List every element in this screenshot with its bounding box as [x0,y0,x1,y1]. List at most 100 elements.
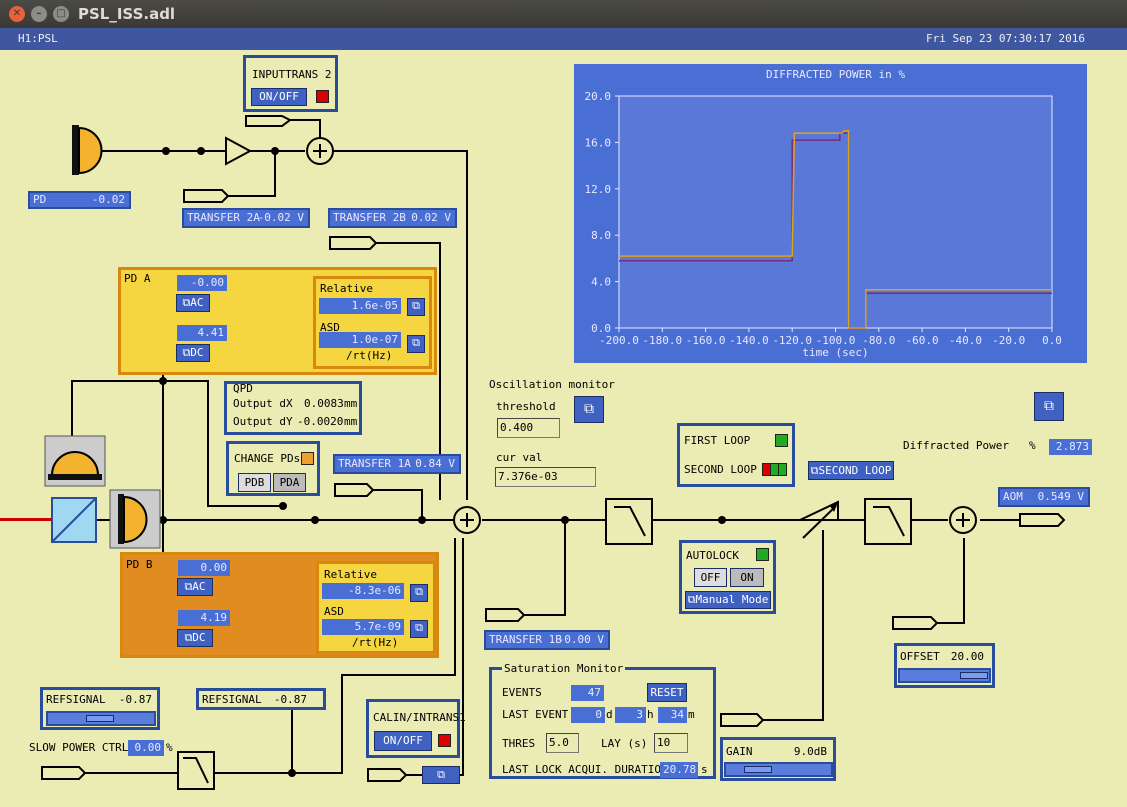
lock-duration-unit: s [701,763,708,776]
diffracted-value: 2.873 [1049,439,1092,455]
pdb-relative-value: -8.3e-06 [322,583,404,599]
changepds-pda-button[interactable]: PDA [273,473,306,492]
transfer2a-readout: TRANSFER 2A -0.02 V [182,208,310,228]
close-icon[interactable]: ✕ [9,6,25,22]
chart-x-tick-label: -200.0 [599,334,639,347]
autolock-panel: AUTOLOCK OFF ON ⧉Manual Mode [679,540,776,614]
pd-label: PD [33,193,47,206]
last-event-minutes-unit: m [688,708,695,721]
offset-value: 20.00 [950,650,984,663]
pd-value: -0.02 [91,193,125,206]
header-datetime: Fri Sep 23 07:30:17 2016 [926,32,1085,45]
pda-dc-value: 4.41 [177,325,227,341]
osc-threshold-label: threshold [496,400,556,413]
chart-x-tick-label: -80.0 [862,334,895,347]
chart-x-tick-label: 0.0 [1042,334,1062,347]
lay-input[interactable]: 10 [654,733,688,753]
inputtrans2-panel: INPUTTRANS 2 ON/OFF [243,55,338,112]
inputtrans2-title: INPUTTRANS 2 [252,68,332,81]
calin-onoff-button[interactable]: ON/OFF [374,731,432,751]
autolock-on-button[interactable]: ON [730,568,764,587]
chart-x-tick-label: -160.0 [686,334,726,347]
pda-ac-value: -0.00 [177,275,227,291]
slow-power-unit: % [166,741,173,754]
chart-y-tick-label: 16.0 [585,136,612,149]
refsignal1-slider-thumb[interactable] [86,715,114,722]
transfer2b-readout: TRANSFER 2B 0.02 V [328,208,457,228]
qpd-dx-label: Output dX [233,397,293,410]
chart-y-tick-label: 4.0 [591,276,611,289]
autolock-status-led [756,548,769,561]
qpd-dy-unit: mm [344,415,358,428]
thres-input[interactable]: 5.0 [546,733,579,753]
last-event-days: 0 [571,707,605,723]
pdb-relative-detail-button[interactable]: ⧉ [410,584,428,602]
calin-title: CALIN/INTRANS1 [373,711,466,724]
pdb-ac-button[interactable]: ⧉AC [177,578,213,596]
qpd-title: QPD [233,382,253,395]
refsignal1-label: REFSIGNAL [46,693,106,706]
pdb-asd-unit: /rt(Hz) [352,636,399,649]
pda-panel: PD A -0.00 ⧉AC 4.41 ⧉DC Relative 1.6e-05… [118,267,437,375]
calin-status-led [438,734,451,747]
pda-metrics: Relative 1.6e-05 ⧉ ASD 1.0e-07 ⧉ /rt(Hz) [313,276,432,369]
inputtrans2-onoff-button[interactable]: ON/OFF [251,88,307,106]
autolock-off-button[interactable]: OFF [694,568,727,587]
chart-y-tick-label: 0.0 [591,322,611,335]
calin-panel: CALIN/INTRANS1 ON/OFF [366,699,466,758]
header-bar: H1:PSL Fri Sep 23 07:30:17 2016 [0,28,1127,50]
refsignal2-value: -0.87 [273,693,307,706]
second-loop-button[interactable]: ⧉SECOND LOOP [808,461,894,480]
events-value: 47 [571,685,604,701]
thres-label: THRES [502,737,536,750]
pdb-dc-button[interactable]: ⧉DC [177,629,213,647]
first-loop-led [775,434,788,447]
diffracted-detail-button[interactable]: ⧉ [1034,392,1064,421]
gain-value: 9.0dB [793,745,827,758]
pdb-asd-value: 5.7e-09 [322,619,404,635]
pda-dc-button[interactable]: ⧉DC [176,344,210,362]
chart-title: DIFFRACTED POWER in % [766,68,905,81]
refsignal1-slider[interactable] [46,711,156,726]
pda-asd-value: 1.0e-07 [319,332,401,348]
saturation-panel: Saturation Monitor EVENTS 47 RESET LAST … [489,662,716,779]
pda-asd-detail-button[interactable]: ⧉ [407,335,425,353]
pdb-relative-label: Relative [324,568,377,581]
gain-slider[interactable] [724,762,833,777]
osc-detail-button[interactable]: ⧉ [574,396,604,423]
aom-label: AOM [1003,490,1023,503]
first-loop-label: FIRST LOOP [684,434,751,447]
pdb-asd-label: ASD [324,605,344,618]
window-title: PSL_ISS.adl [78,5,176,23]
transfer2b-value: 0.02 V [411,211,451,224]
changepds-panel: CHANGE PDs PDB PDA [226,441,320,496]
pdb-ac-value: 0.00 [178,560,230,576]
calin-detail-button[interactable]: ⧉ [422,766,460,784]
offset-slider[interactable] [898,668,991,683]
transfer1a-label: TRANSFER 1A [338,457,411,470]
changepds-pdb-button[interactable]: PDB [238,473,271,492]
pda-relative-detail-button[interactable]: ⧉ [407,298,425,316]
chart-x-tick-label: -120.0 [772,334,812,347]
pda-relative-label: Relative [320,282,373,295]
pda-ac-button[interactable]: ⧉AC [176,294,210,312]
offset-slider-thumb[interactable] [960,672,988,679]
osc-cur-label: cur val [496,451,543,464]
gain-slider-thumb[interactable] [744,766,772,773]
minimize-icon[interactable]: – [31,6,47,22]
pdb-asd-detail-button[interactable]: ⧉ [410,620,428,638]
qpd-panel: QPD Output dX 0.0083 mm Output dY -0.002… [224,381,362,435]
offset-label: OFFSET [900,650,940,663]
reset-button[interactable]: RESET [647,683,687,702]
gain-panel: GAIN 9.0dB [720,737,836,781]
changepds-status-led [301,452,314,465]
osc-title: Oscillation monitor [489,378,615,391]
chart-x-tick-label: -20.0 [992,334,1025,347]
chart-x-tick-label: -40.0 [949,334,982,347]
maximize-icon[interactable]: □ [53,6,69,22]
pd-readout: PD -0.02 [28,191,131,209]
qpd-dx-unit: mm [344,397,358,410]
osc-threshold-input[interactable]: 0.400 [497,418,560,438]
autolock-manual-button[interactable]: ⧉Manual Mode [685,591,771,609]
